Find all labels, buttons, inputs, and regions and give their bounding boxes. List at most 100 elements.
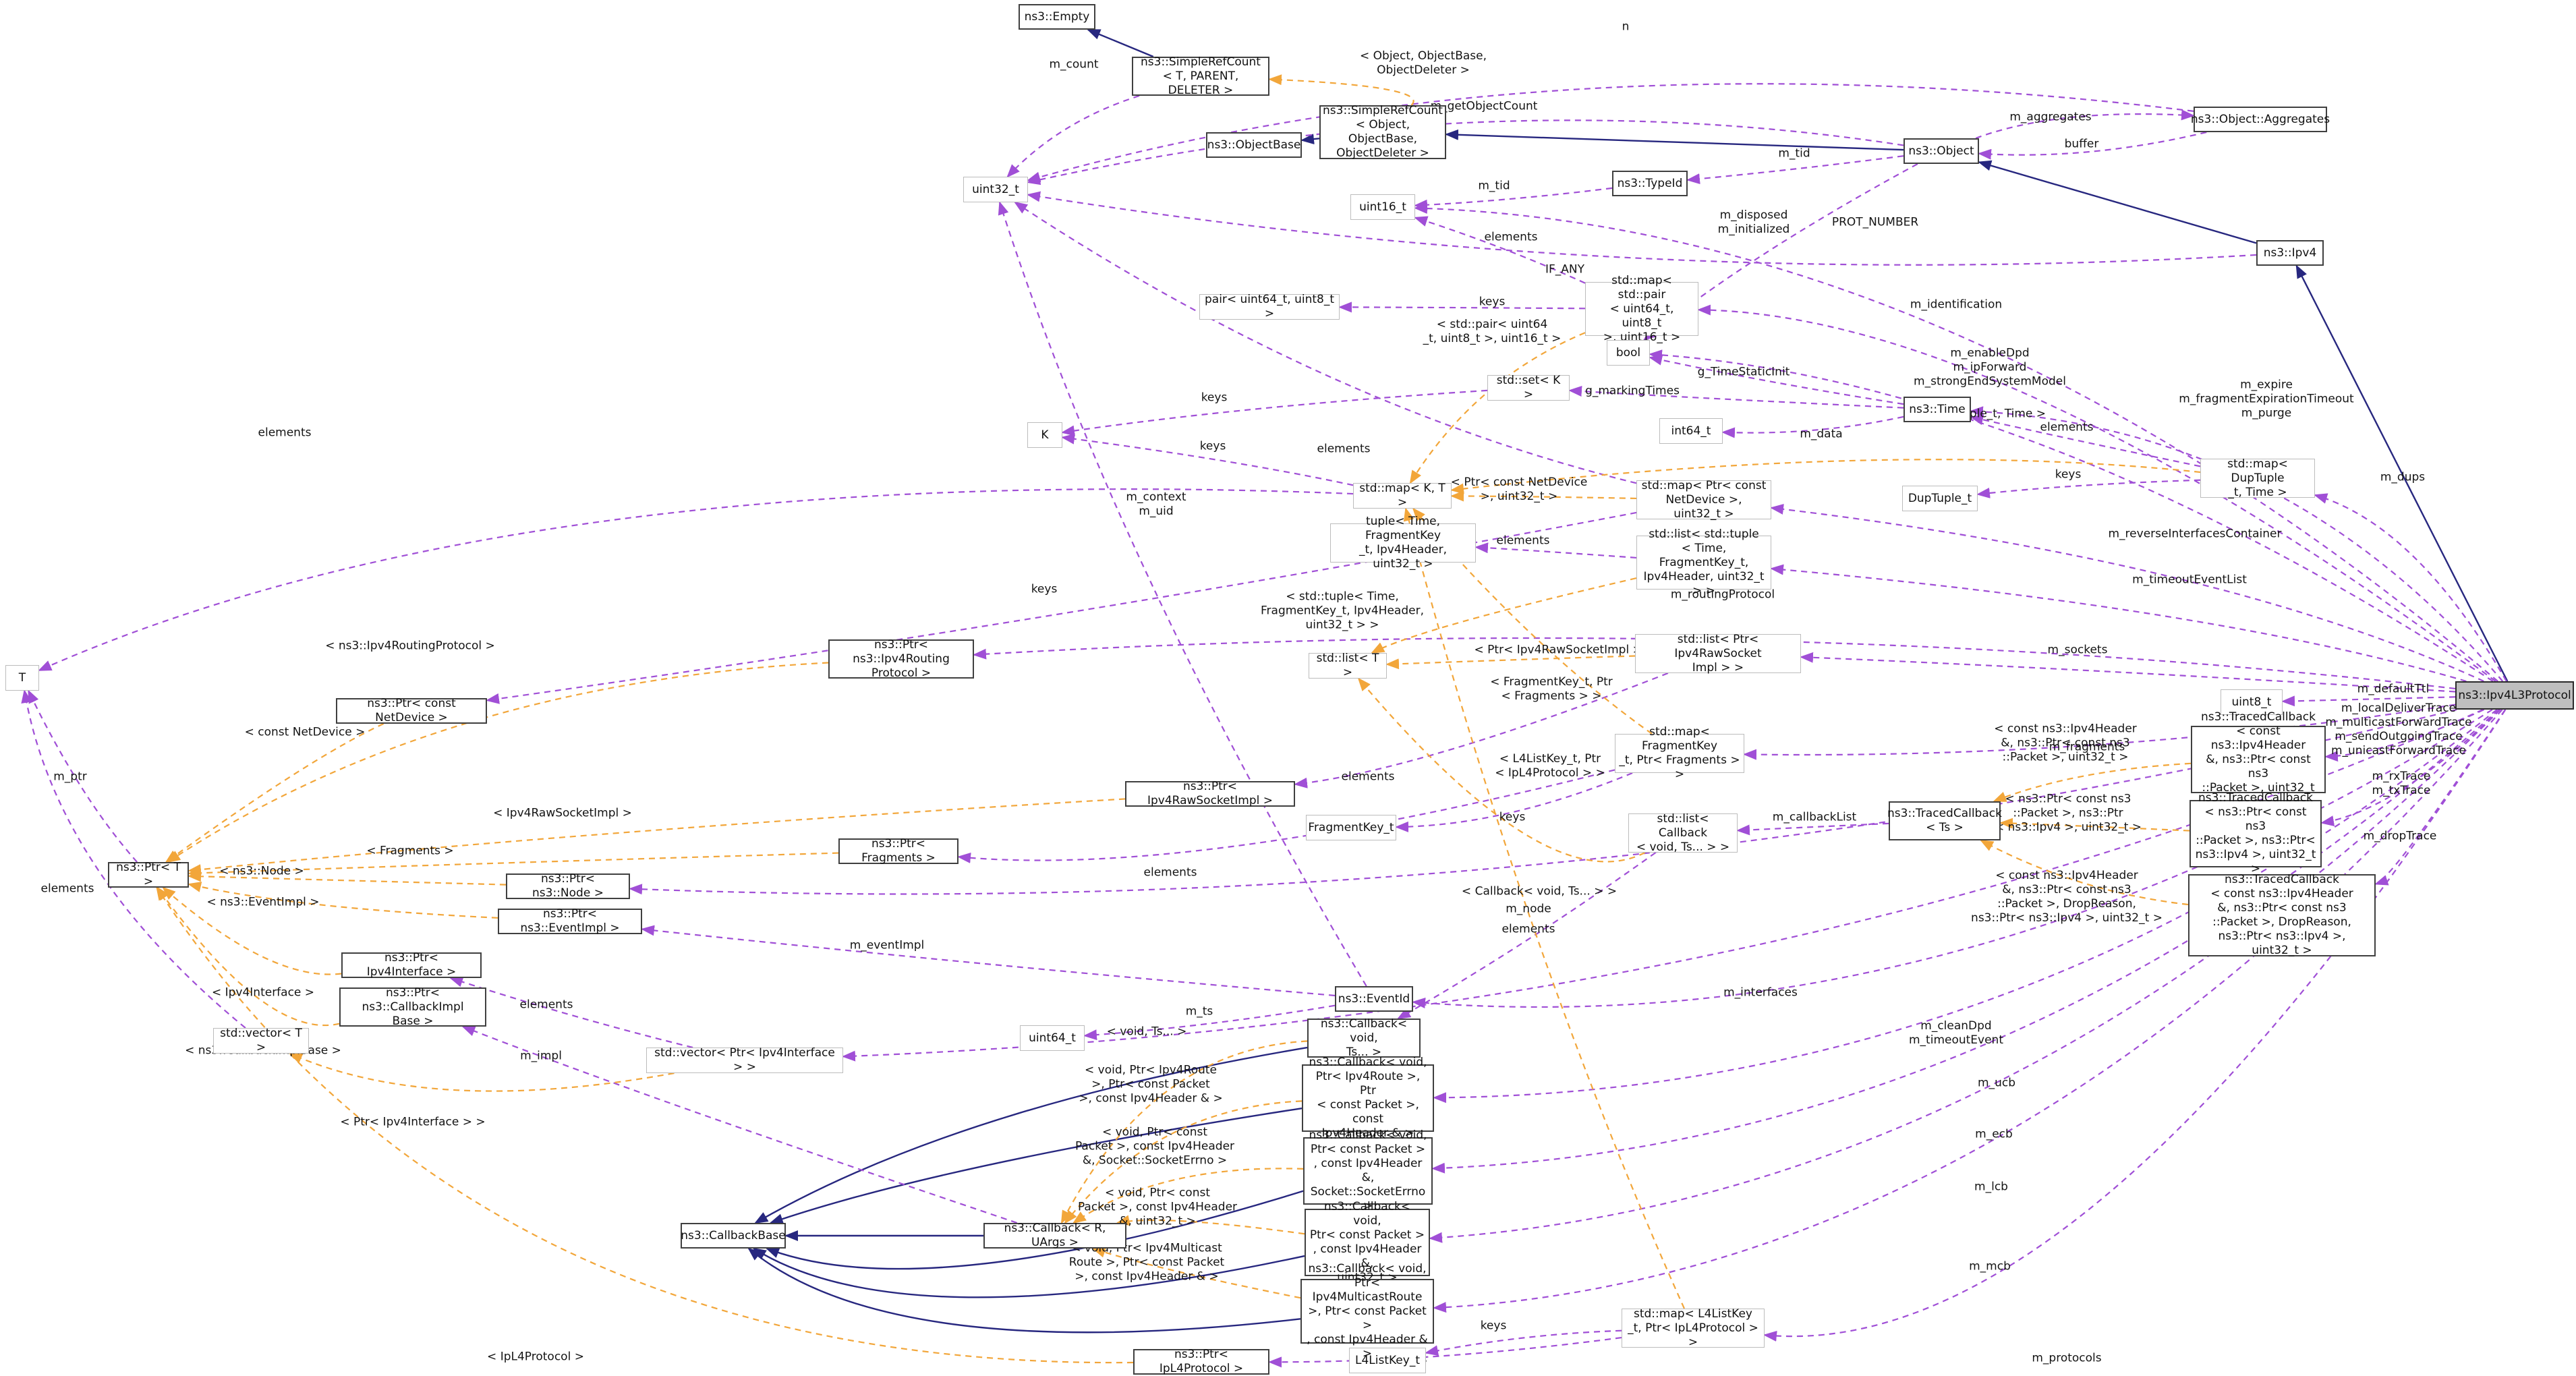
node-ptrEvent[interactable]: ns3::Ptr< ns3::EventImpl > xyxy=(498,907,642,935)
node-listRaw: std::list< Ptr< Ipv4RawSocket Impl > > xyxy=(1635,633,1801,675)
node-u8: uint8_t xyxy=(2221,689,2283,715)
edge-member-main-eventId xyxy=(1412,709,2493,1008)
edge-template-ptrRouting-ptrT xyxy=(167,662,829,863)
edge-inheritance-cbMcast-cbBase xyxy=(747,1247,1301,1334)
edge-member-main-u16 xyxy=(1414,202,2498,682)
edge-inheritance-cbU32-cbBase xyxy=(752,1247,1305,1298)
edge-member-listCb-cbVoidTs xyxy=(1397,852,1657,1019)
edge-group xyxy=(21,28,2509,1368)
node-srcO[interactable]: ns3::SimpleRefCount < Object, ObjectBase… xyxy=(1319,104,1446,160)
edge-member-mapFrag-fragKey xyxy=(1395,772,1633,832)
edge-template-listRaw-listT xyxy=(1385,655,1636,670)
node-u16: uint16_t xyxy=(1350,194,1415,220)
node-aggr[interactable]: ns3::Object::Aggregates xyxy=(2191,107,2330,132)
edge-member-aggr-u32 xyxy=(1027,83,2194,183)
node-srcT[interactable]: ns3::SimpleRefCount < T, PARENT, DELETER… xyxy=(1132,55,1269,97)
node-mapFrag: std::map< FragmentKey _t, Ptr< Fragments… xyxy=(1615,725,1744,781)
node-cbSockErr[interactable]: ns3::Callback< void, Ptr< const Packet >… xyxy=(1303,1128,1433,1213)
node-ptrCbImpl[interactable]: ns3::Ptr< ns3::CallbackImpl Base > xyxy=(339,986,486,1028)
node-cbRoute[interactable]: ns3::Callback< void, Ptr< Ipv4Route >, P… xyxy=(1302,1056,1434,1140)
node-cbMcast[interactable]: ns3::Callback< void, Ptr< Ipv4MulticastR… xyxy=(1300,1262,1434,1360)
edge-template-listTuple-listT xyxy=(1371,577,1637,654)
node-ptrIpL4[interactable]: ns3::Ptr< IpL4Protocol > xyxy=(1133,1348,1269,1375)
edge-member-main-tc3 xyxy=(2374,709,2506,886)
node-dupT: DupTuple_t xyxy=(1902,486,1978,511)
node-tupleTime: tuple< Time, FragmentKey _t, Ipv4Header,… xyxy=(1330,515,1476,571)
node-obj[interactable]: ns3::Object xyxy=(1904,138,1979,164)
edge-member-mapDup-time xyxy=(1970,414,2201,467)
node-cbVoidTs[interactable]: ns3::Callback< void, Ts... > xyxy=(1307,1017,1421,1059)
edge-member-setK-k xyxy=(1061,389,1488,436)
edge-template-mapPair-mapKT xyxy=(1409,332,1586,484)
node-ptrIface[interactable]: ns3::Ptr< Ipv4Interface > xyxy=(341,951,482,979)
edge-template-tc3-tcTs xyxy=(1980,840,2189,906)
edge-member-main-ptrRouting xyxy=(973,637,2456,690)
edge-inheritance-obj-srcO xyxy=(1445,129,1904,151)
edge-template-ptrNetDev-ptrT xyxy=(165,723,384,863)
edge-member-main-mapDup xyxy=(2314,493,2507,682)
edge-member-main-boolN xyxy=(1649,349,2494,682)
edge-member-mapL4-l4key xyxy=(1425,1329,1622,1356)
node-obase[interactable]: ns3::ObjectBase xyxy=(1206,132,1302,158)
edge-template-vecIface-vecT xyxy=(289,1052,675,1092)
edge-member-vecT-t xyxy=(21,689,246,1029)
edge-member-mapL4-ptrIpL4 xyxy=(1268,1336,1622,1368)
edge-template-srcO-srcT xyxy=(1268,74,1414,106)
node-cbBase[interactable]: ns3::CallbackBase xyxy=(681,1223,786,1249)
node-mapPair: std::map< std::pair < uint64_t, uint8_t … xyxy=(1585,274,1698,344)
node-fragKey: FragmentKey_t xyxy=(1306,815,1396,840)
node-ipv4[interactable]: ns3::Ipv4 xyxy=(2256,240,2324,266)
node-u64: uint64_t xyxy=(1020,1025,1085,1051)
node-listTuple: std::list< std::tuple < Time, FragmentKe… xyxy=(1636,527,1771,598)
edge-member-main-mapFrag xyxy=(1743,704,2456,760)
edge-template-ptrFrag-ptrT xyxy=(188,852,839,879)
edge-template-ptrIface-ptrT xyxy=(162,886,342,975)
node-t: T xyxy=(5,665,39,691)
node-empty[interactable]: ns3::Empty xyxy=(1019,4,1095,30)
node-cbU32[interactable]: ns3::Callback< void, Ptr< const Packet >… xyxy=(1305,1200,1430,1284)
edge-member-cbRU-ptrCbImpl xyxy=(461,1025,1018,1224)
node-tc1[interactable]: ns3::TracedCallback < const ns3::Ipv4Hea… xyxy=(2191,710,2326,809)
node-tcTs[interactable]: ns3::TracedCallback < Ts > xyxy=(1887,801,2002,840)
node-ptrRouting[interactable]: ns3::Ptr< ns3::Ipv4Routing Protocol > xyxy=(828,638,974,680)
edge-member-mapNetDev-u32 xyxy=(1014,201,1637,484)
node-tc3[interactable]: ns3::TracedCallback < const ns3::Ipv4Hea… xyxy=(2188,873,2376,957)
edge-inheritance-srcO-obase xyxy=(1300,134,1320,145)
node-tc2[interactable]: ns3::TracedCallback < ns3::Ptr< const ns… xyxy=(2189,791,2322,876)
edge-member-main-cbU32 xyxy=(1429,709,2501,1243)
node-tid[interactable]: ns3::TypeId xyxy=(1612,171,1688,196)
edge-member-eventId-u64 xyxy=(1083,1004,1336,1041)
node-k: K xyxy=(1027,422,1062,448)
edge-member-main-tc2 xyxy=(2320,709,2501,826)
edge-template-ptrRaw-ptrT xyxy=(188,798,1126,876)
edge-member-main-u8 xyxy=(2281,695,2456,707)
edge-template-cbU32-cbRU xyxy=(1116,1215,1305,1235)
edge-member-main-cbMcast xyxy=(1433,709,2503,1313)
node-vecIface: std::vector< Ptr< Ipv4Interface > > xyxy=(646,1046,843,1074)
node-time[interactable]: ns3::Time xyxy=(1904,397,1971,422)
edge-member-listRaw-ptrRaw xyxy=(1294,672,1669,789)
node-mapNetDev: std::map< Ptr< const NetDevice >, uint32… xyxy=(1636,479,1771,521)
edge-inheritance-srcT-empty xyxy=(1087,28,1154,58)
edge-inheritance-main-ipv4 xyxy=(2295,264,2509,682)
node-listCb: std::list< Callback < void, Ts... > > xyxy=(1628,812,1738,854)
edge-member-obj-tid xyxy=(1686,155,1904,185)
edge-member-aggr-obj xyxy=(1978,131,2207,160)
node-ptrNode[interactable]: ns3::Ptr< ns3::Node > xyxy=(506,872,630,900)
edge-template-ptrCbImpl-ptrT xyxy=(156,886,340,1027)
edge-member-obj-u32 xyxy=(1027,119,1904,185)
edge-member-tid-u16 xyxy=(1414,187,1613,210)
node-cbRU[interactable]: ns3::Callback< R, UArgs > xyxy=(983,1222,1126,1249)
node-ptrNetDev[interactable]: ns3::Ptr< const NetDevice > xyxy=(336,697,487,724)
node-eventId[interactable]: ns3::EventId xyxy=(1335,986,1413,1012)
node-ptrFrag[interactable]: ns3::Ptr< Fragments > xyxy=(838,837,958,865)
node-ptrT[interactable]: ns3::Ptr< T > xyxy=(108,861,189,888)
edge-member-mapPair-u16 xyxy=(1414,216,1586,284)
node-ptrRaw[interactable]: ns3::Ptr< Ipv4RawSocketImpl > xyxy=(1125,780,1295,807)
node-u32: uint32_t xyxy=(963,177,1028,202)
edge-template-cbVoidTs-cbRU xyxy=(1060,1040,1308,1224)
edge-inheritance-cbRoute-cbBase xyxy=(769,1107,1303,1224)
edge-template-cbMcast-cbRU xyxy=(1091,1247,1301,1299)
edge-member-mapPair-pair64 xyxy=(1338,302,1586,313)
